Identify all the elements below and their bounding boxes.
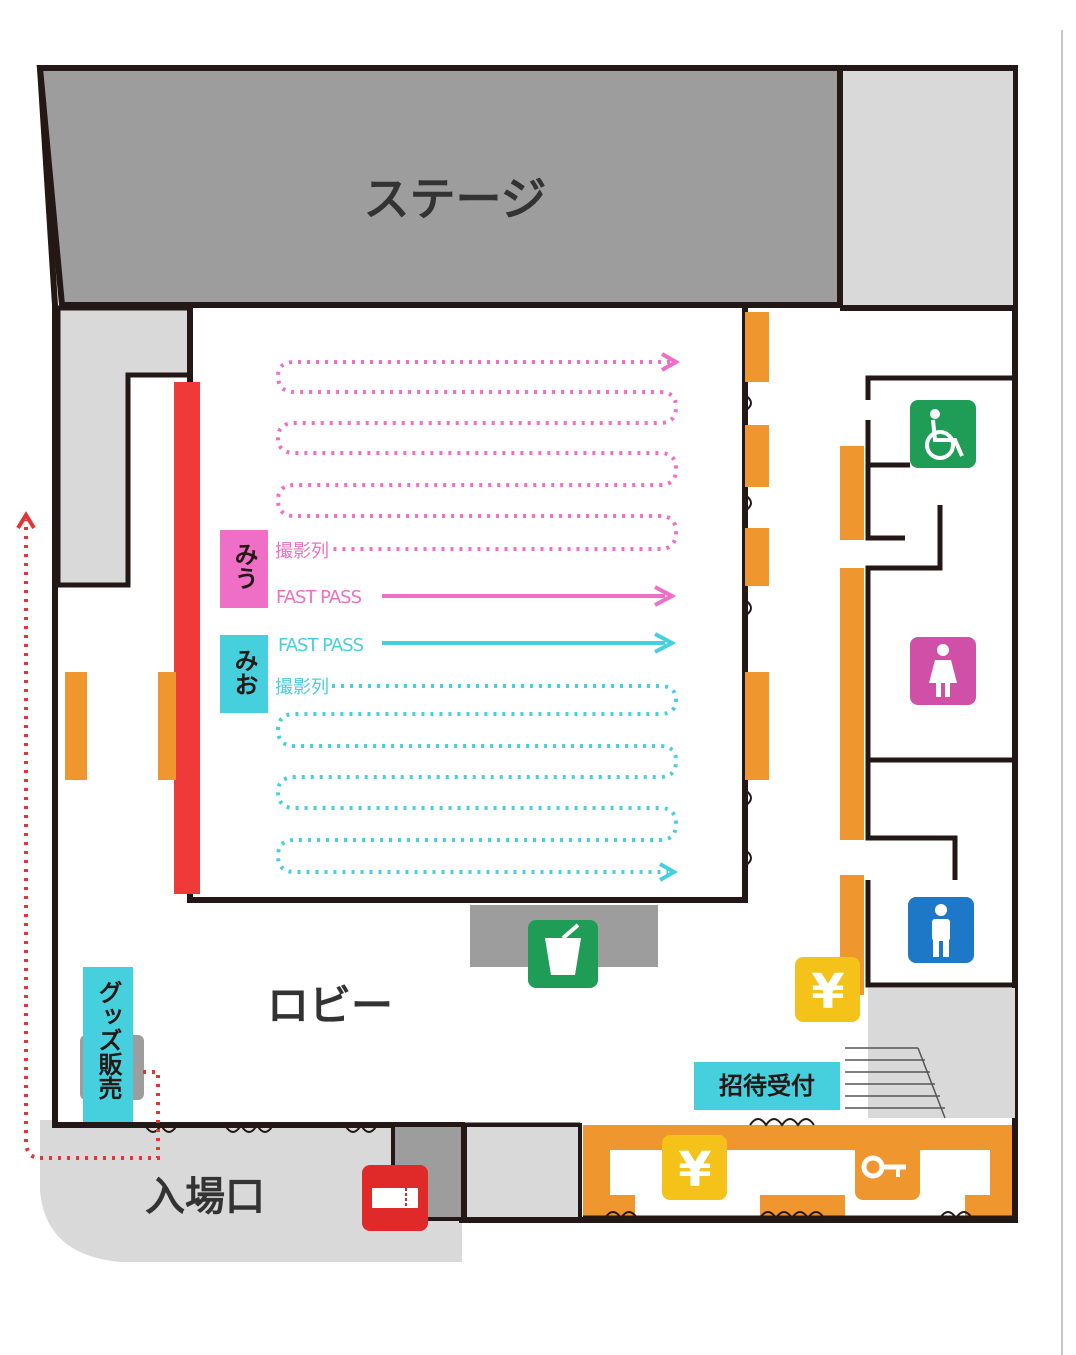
entrance-doors	[144, 1122, 378, 1133]
goods-tag	[83, 967, 133, 1122]
miu-tag	[220, 530, 268, 608]
door-block	[745, 528, 769, 586]
entrance-area	[40, 1120, 462, 1262]
goods-tag-label: グッズ販売	[94, 980, 122, 1101]
entrance-label: 入場口	[145, 1174, 265, 1220]
key-icon	[855, 1135, 920, 1200]
cyan-photo-row-label: 撮影列	[275, 677, 329, 698]
cyan-fastpass-arrow-icon	[654, 632, 677, 654]
svg-text:¥: ¥	[678, 1142, 711, 1198]
womens-restroom-icon	[910, 637, 976, 705]
door-block	[745, 312, 769, 382]
door-block	[745, 425, 769, 487]
pink-queue	[275, 360, 679, 551]
stage-label: ステージ	[363, 172, 546, 226]
restroom-walls	[865, 375, 1015, 988]
yen-icon: ¥	[795, 957, 860, 1022]
svg-text:¥: ¥	[811, 964, 844, 1020]
pink-arrow-icon	[661, 352, 681, 372]
door-block	[840, 568, 864, 840]
pink-photo-row-label: 撮影列	[275, 541, 329, 562]
goods-route	[24, 520, 160, 1160]
cloak-area	[463, 1123, 582, 1221]
door-block	[745, 672, 769, 780]
cyan-arrow-icon	[659, 862, 679, 882]
mens-restroom-icon	[908, 897, 974, 963]
invitation-tag-label: 招待受付	[719, 1072, 815, 1100]
mio-tag	[220, 635, 268, 713]
pink-fastpass-arrow-icon	[654, 585, 677, 607]
wheelchair-icon	[910, 400, 976, 468]
yen-icon: ¥	[662, 1135, 727, 1200]
backstage-area	[843, 71, 1013, 305]
lobby-label: ロビー	[267, 981, 393, 1030]
door-block	[65, 672, 87, 780]
drink-icon	[528, 920, 598, 988]
invitation-tag	[694, 1062, 840, 1110]
door-block	[840, 446, 864, 540]
ticket-icon	[362, 1165, 428, 1231]
pink-fastpass-label: FAST PASS	[276, 587, 362, 608]
stairs	[845, 1047, 946, 1119]
miu-tag-label: みう	[230, 542, 258, 590]
route-arrow-icon	[16, 511, 36, 530]
stairs-area	[868, 988, 1015, 1118]
red-barrier	[174, 382, 200, 894]
door-block	[158, 672, 176, 780]
cyan-fastpass-label: FAST PASS	[278, 635, 364, 656]
door-swings	[744, 394, 752, 867]
mio-tag-label: みお	[230, 648, 258, 696]
